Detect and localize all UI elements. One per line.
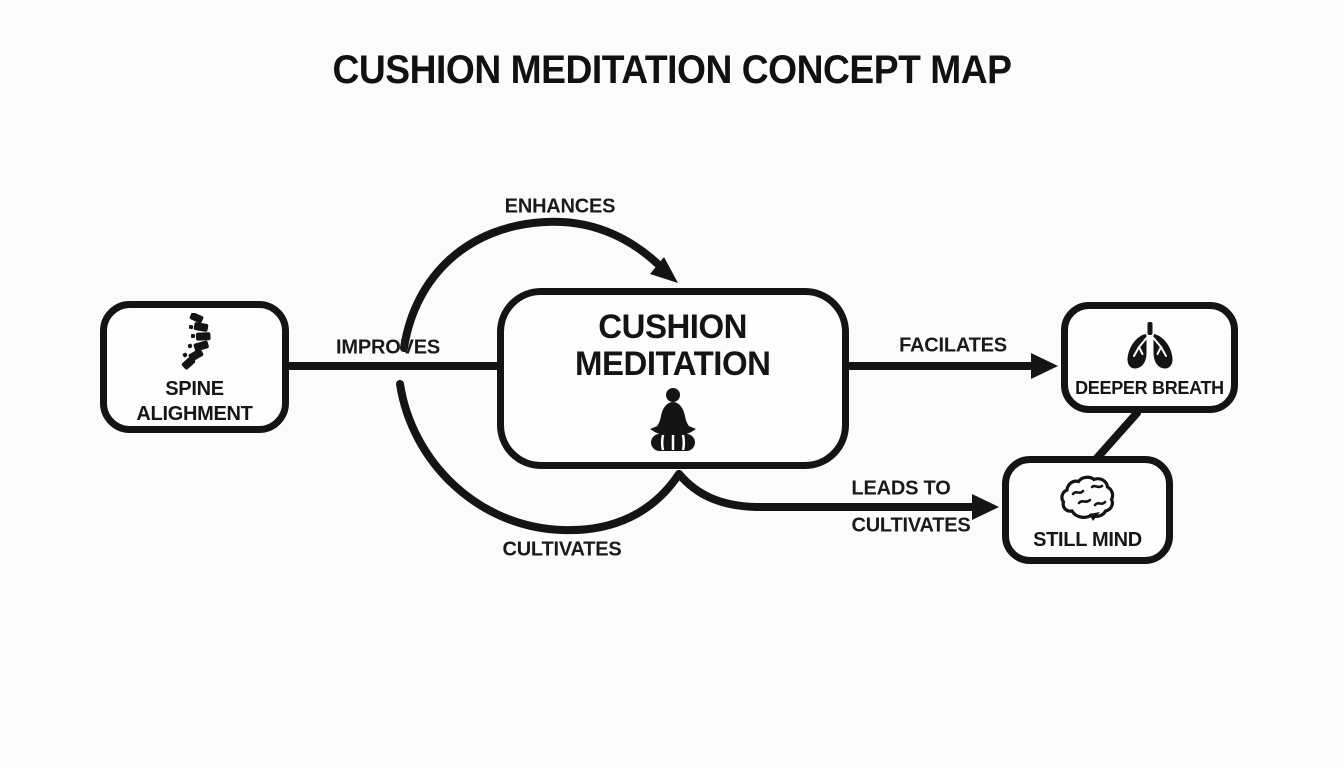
spine-icon [176, 312, 214, 376]
node-deeper-breath: DEEPER BREATH [1061, 302, 1238, 413]
page-title: CUSHION MEDITATION CONCEPT MAP [332, 48, 1012, 92]
edge-breath-mind-line [1093, 409, 1141, 462]
node-center-label-line2: MEDITATION [575, 345, 771, 384]
node-mind-label: STILL MIND [1033, 528, 1142, 551]
edge-label-improves: IMPROVES [336, 336, 440, 359]
node-center-label-line1: CUSHION [598, 308, 748, 346]
brain-icon [1059, 475, 1117, 526]
edge-enhances-arc [400, 217, 667, 352]
edge-leads-to-line [675, 470, 978, 511]
lungs-icon [1125, 322, 1175, 375]
edge-label-cultivates-bottom: CULTIVATES [502, 538, 622, 561]
edge-label-cultivates-right: CULTIVATES [851, 514, 971, 537]
edge-enhances-arrowhead [650, 257, 678, 283]
node-spine-label-line1: SPINE [165, 377, 224, 400]
edge-cultivates-arc [396, 380, 683, 535]
meditator-icon [644, 387, 702, 460]
edge-label-facilates: FACILATES [899, 334, 1007, 357]
edge-leads-to-arrowhead [972, 494, 999, 520]
node-breath-label: DEEPER BREATH [1075, 378, 1224, 399]
node-cushion-meditation: CUSHION MEDITATION [497, 288, 849, 469]
edge-facilates-arrowhead [1031, 353, 1058, 379]
node-spine-alignment: SPINE ALIGHMENT [100, 301, 289, 433]
edge-label-enhances: ENHANCES [504, 195, 616, 218]
node-spine-label-line2: ALIGHMENT [136, 402, 253, 425]
edge-label-leads-to: LEADS TO [851, 477, 951, 500]
node-still-mind: STILL MIND [1002, 456, 1173, 564]
